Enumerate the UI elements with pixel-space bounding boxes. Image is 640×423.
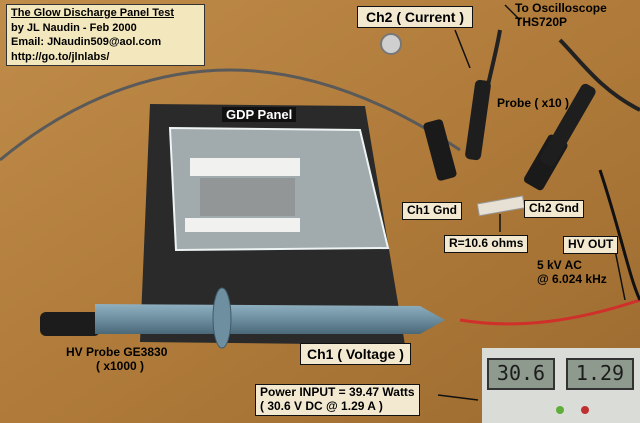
ch1-voltage-label: Ch1 ( Voltage ) — [300, 343, 411, 366]
gdp-electrode-top — [190, 158, 300, 176]
url-line: http://go.to/jlnlabs/ — [11, 50, 110, 63]
title-line: The Glow Discharge Panel Test — [11, 7, 175, 19]
ch2-gnd-label: Ch2 Gnd — [524, 200, 584, 218]
arrow-hv-out — [614, 249, 626, 301]
ch1-gnd-clip — [423, 119, 457, 181]
ch2-probe-right — [540, 83, 596, 167]
cable-red — [459, 298, 640, 326]
current-display: 1.29 — [566, 358, 634, 390]
power-input-line1: Power INPUT = 39.47 Watts — [260, 385, 415, 399]
to-oscilloscope-line2: THS720P — [515, 14, 568, 29]
hv-ac-label: 5 kV AC @ 6.024 kHz — [537, 258, 607, 287]
hv-probe-flange — [212, 287, 232, 349]
hv-probe-line2: ( x1000 ) — [96, 358, 145, 373]
cable-hv-out — [598, 169, 640, 301]
gdp-electrode-bottom — [185, 218, 300, 232]
arrow-osc — [504, 4, 521, 21]
knob — [380, 33, 402, 55]
ps-led-red — [581, 406, 589, 414]
cable-left-gray — [0, 68, 461, 162]
author-line: by JL Naudin - Feb 2000 — [11, 21, 137, 34]
hv-out-label: HV OUT — [563, 236, 619, 254]
power-input-line2: ( 30.6 V DC @ 1.29 A ) — [260, 398, 383, 413]
arrow-ch2 — [454, 29, 471, 69]
cable-right — [558, 38, 640, 112]
ps-led-green — [556, 406, 564, 414]
hv-probe-line1: HV Probe GE3830 — [66, 345, 168, 359]
resistor-body — [476, 195, 526, 217]
to-oscilloscope-label: To Oscilloscope THS720P — [515, 1, 607, 30]
power-input-label: Power INPUT = 39.47 Watts ( 30.6 V DC @ … — [255, 384, 420, 416]
gdp-panel-label: GDP Panel — [222, 107, 297, 122]
probe-x10-label: Probe ( x10 ) — [497, 96, 570, 110]
arrow-power — [437, 394, 479, 401]
hv-ac-line1: 5 kV AC — [537, 258, 582, 272]
hv-probe-body — [95, 304, 445, 334]
ch2-probe-body — [465, 79, 491, 161]
to-oscilloscope-line1: To Oscilloscope — [515, 1, 607, 15]
voltage-display: 30.6 — [487, 358, 555, 390]
ch1-gnd-label: Ch1 Gnd — [402, 202, 462, 220]
hv-probe-label: HV Probe GE3830 ( x1000 ) — [66, 345, 168, 374]
email-line: Email: JNaudin509@aol.com — [11, 36, 162, 48]
resistor-label: R=10.6 ohms — [444, 235, 529, 253]
hv-probe-handle — [40, 312, 100, 336]
ch2-current-label: Ch2 ( Current ) — [357, 6, 473, 29]
hv-ac-line2: @ 6.024 kHz — [537, 271, 607, 286]
title-info-box: The Glow Discharge Panel Test by JL Naud… — [6, 4, 205, 66]
gdp-foil — [200, 178, 295, 216]
